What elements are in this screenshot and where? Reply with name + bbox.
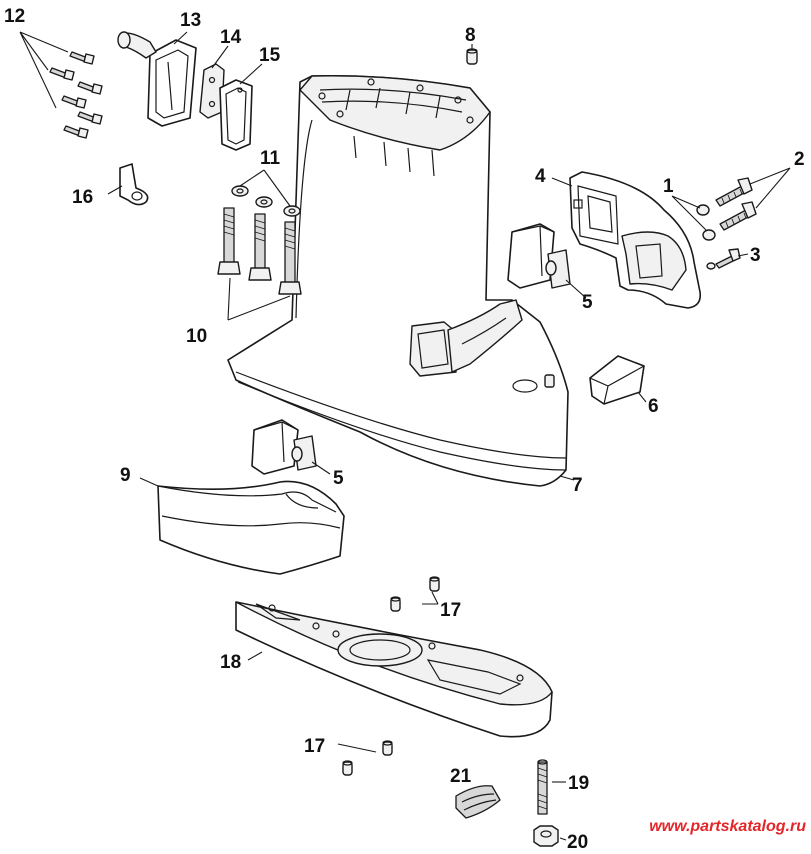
nut[interactable] — [533, 825, 559, 847]
bracket-washer-1[interactable] — [696, 204, 716, 241]
callout-16: 16 — [72, 187, 93, 208]
dowel-pin-17b[interactable] — [390, 596, 401, 612]
exhaust-bracket[interactable] — [569, 171, 702, 309]
housing-screw-10c[interactable] — [278, 221, 302, 295]
callout-3: 3 — [750, 245, 761, 266]
gasket[interactable] — [219, 79, 253, 151]
callout-13: 13 — [180, 10, 201, 31]
callout-2: 2 — [794, 149, 805, 170]
callout-21: 21 — [450, 766, 472, 787]
dowel-pin-17c[interactable] — [382, 740, 393, 756]
dowel-pin[interactable] — [466, 48, 478, 65]
access-cover[interactable] — [117, 31, 197, 127]
callout-7: 7 — [572, 475, 583, 496]
callout-8: 8 — [465, 25, 476, 46]
callout-18: 18 — [220, 652, 241, 673]
watermark-url: www.partskatalog.ru — [649, 818, 806, 835]
callout-17-upper: 17 — [440, 600, 461, 621]
callout-labels: 1 2 3 4 5 5 6 7 8 9 10 11 12 13 14 15 16… — [4, 6, 805, 853]
rubber-mount-upper[interactable] — [507, 223, 571, 289]
callout-4: 4 — [535, 166, 546, 187]
callout-15: 15 — [259, 45, 281, 66]
bracket-screw-3[interactable] — [706, 248, 741, 270]
cover-screws-12[interactable] — [49, 51, 103, 139]
callout-9: 9 — [120, 465, 131, 486]
leader-lines — [19, 31, 791, 841]
dowel-pin-17a[interactable] — [429, 576, 440, 592]
adapter-plate[interactable] — [235, 601, 553, 738]
cable-clip[interactable] — [119, 163, 149, 206]
bracket-screw-2b[interactable] — [719, 201, 757, 231]
washer-11b[interactable] — [255, 196, 273, 208]
callout-14: 14 — [220, 27, 242, 48]
callout-20: 20 — [567, 832, 588, 853]
callout-10: 10 — [186, 326, 207, 347]
callout-5-lower: 5 — [333, 468, 344, 489]
lower-cover[interactable] — [157, 480, 345, 575]
callout-1: 1 — [663, 176, 674, 197]
callout-11: 11 — [260, 148, 281, 169]
washer-11a[interactable] — [231, 185, 249, 197]
callout-6: 6 — [648, 396, 659, 417]
exhaust-housing[interactable] — [227, 74, 569, 487]
callout-5-upper: 5 — [582, 292, 593, 313]
rubber-block[interactable] — [589, 355, 645, 405]
dowel-pin-17d[interactable] — [342, 760, 353, 776]
washer-11c[interactable] — [283, 205, 301, 217]
callout-12: 12 — [4, 6, 25, 27]
bracket-screw-2a[interactable] — [715, 177, 753, 207]
housing-screw-10b[interactable] — [248, 213, 272, 281]
stud[interactable] — [537, 759, 548, 815]
rubber-mount-lower[interactable] — [251, 419, 317, 475]
housing-screw-10a[interactable] — [217, 207, 241, 275]
callout-17-lower: 17 — [304, 736, 325, 757]
callout-19: 19 — [568, 773, 589, 794]
wedge-anode[interactable] — [455, 785, 501, 819]
